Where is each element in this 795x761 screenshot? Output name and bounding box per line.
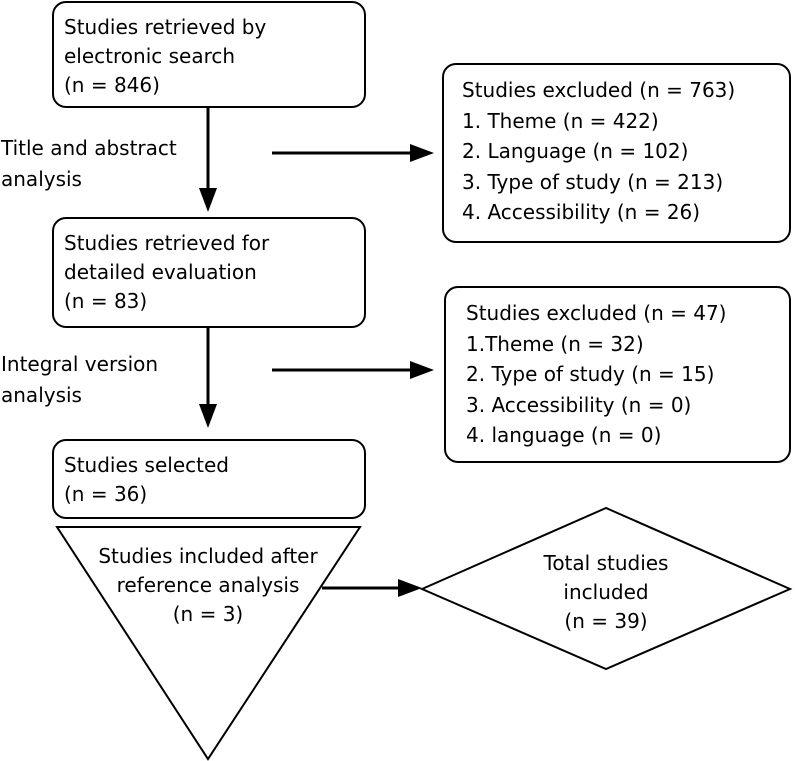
screening-step-line1: Title and abstract — [1, 136, 177, 160]
arrow-to-excluded-first — [272, 144, 434, 162]
selected-box: Studies selected (n = 36) — [52, 439, 366, 519]
retrieved-box: Studies retrieved by electronic search (… — [52, 1, 366, 108]
excluded-second-item: 1.Theme (n = 32) — [466, 331, 644, 356]
excluded-second-item: 2. Type of study (n = 15) — [466, 362, 715, 386]
selected-title: Studies selected — [64, 453, 229, 477]
excluded-first-item: 4. Accessibility (n = 26) — [462, 200, 701, 224]
detailed-title-line2: detailed evaluation — [64, 260, 257, 284]
screening-step-line2: analysis — [1, 167, 82, 191]
selected-count: (n = 36) — [64, 482, 148, 506]
retrieved-title-line2: electronic search — [64, 44, 236, 68]
detailed-evaluation-box: Studies retrieved for detailed evaluatio… — [52, 217, 366, 328]
total-included-diamond — [419, 506, 793, 671]
excluded-second-item: 4. language (n = 0) — [466, 423, 662, 447]
excluded-second-box: Studies excluded (n = 47) 1.Theme (n = 3… — [444, 286, 791, 463]
total-included-text: Total studies included (n = 39) — [506, 549, 706, 636]
screening-step-label: Title and abstract analysis — [1, 133, 177, 195]
total-line2: included — [563, 580, 649, 604]
excluded-first-item: 2. Language (n = 102) — [462, 139, 689, 163]
retrieved-title-line1: Studies retrieved by — [64, 15, 267, 39]
reference-analysis-triangle — [55, 526, 362, 761]
detailed-count: (n = 83) — [64, 289, 148, 313]
retrieved-count: (n = 846) — [64, 73, 160, 97]
total-line1: Total studies — [543, 551, 669, 575]
detailed-title-line1: Studies retrieved for — [64, 231, 270, 255]
excluded-first-title: Studies excluded (n = 763) — [462, 78, 736, 102]
reference-count: (n = 3) — [172, 602, 244, 626]
arrow-retrieved-to-detailed — [199, 108, 217, 212]
arrow-detailed-to-selected — [199, 328, 217, 428]
excluded-first-box: Studies excluded (n = 763) 1. Theme (n =… — [442, 63, 791, 243]
fulltext-step-label: Integral version analysis — [1, 349, 158, 411]
excluded-first-item: 3. Type of study (n = 213) — [462, 169, 724, 194]
reference-line2: reference analysis — [116, 573, 300, 597]
reference-analysis-text: Studies included after reference analysi… — [60, 542, 356, 629]
fulltext-step-line1: Integral version — [1, 352, 159, 376]
excluded-first-item: 1. Theme (n = 422) — [462, 108, 659, 133]
reference-line1: Studies included after — [98, 544, 318, 568]
arrow-to-excluded-second — [272, 361, 434, 379]
excluded-second-title: Studies excluded (n = 47) — [466, 301, 727, 325]
fulltext-step-line2: analysis — [1, 383, 82, 407]
arrow-triangle-to-diamond — [322, 579, 422, 597]
total-count: (n = 39) — [564, 609, 648, 633]
excluded-second-item: 3. Accessibility (n = 0) — [466, 392, 692, 417]
